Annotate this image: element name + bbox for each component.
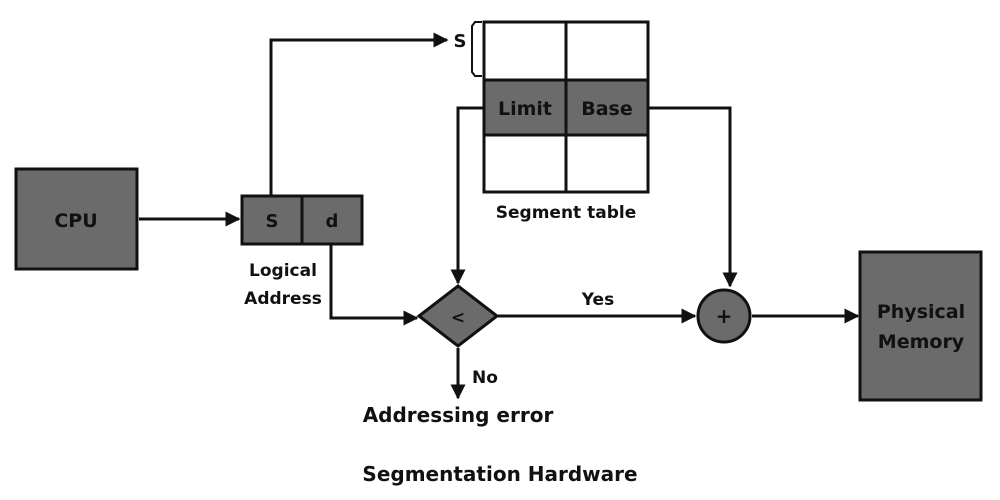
base-label: Base (581, 98, 633, 120)
adder-circle: + (696, 288, 752, 344)
arrow-limit-to-comparator (450, 106, 484, 285)
physical-memory-label-line1: Physical (877, 301, 965, 323)
logical-address-label-line1: Logical (249, 261, 317, 281)
segment-table: Limit Base (482, 20, 650, 194)
segment-table-label: Segment table (496, 203, 636, 223)
arrow-offset-to-comparator (329, 244, 419, 326)
segment-index-marker: S (454, 31, 467, 52)
offset-field-label: d (326, 211, 339, 232)
yes-label: Yes (581, 290, 614, 310)
cpu-label: CPU (54, 210, 97, 232)
physical-memory-box: Physical Memory (858, 250, 983, 402)
cpu-box: CPU (14, 167, 139, 271)
arrow-segment-to-table-index (269, 32, 449, 196)
limit-label: Limit (498, 98, 552, 120)
no-label: No (472, 368, 498, 388)
addressing-error-label: Addressing error (363, 403, 554, 427)
connectors (139, 32, 860, 400)
adder-symbol: + (716, 304, 733, 328)
comparator-symbol: < (451, 308, 465, 328)
segment-index-bracket (471, 21, 482, 77)
logical-address-label-line2: Address (244, 289, 322, 309)
logical-address-register: S d (240, 194, 364, 246)
diagram-caption: Segmentation Hardware (362, 462, 637, 486)
segment-field-label: S (266, 211, 279, 232)
physical-memory-label-line2: Memory (878, 331, 965, 353)
comparator-diamond: < (416, 284, 500, 348)
arrow-base-to-adder (648, 106, 738, 288)
